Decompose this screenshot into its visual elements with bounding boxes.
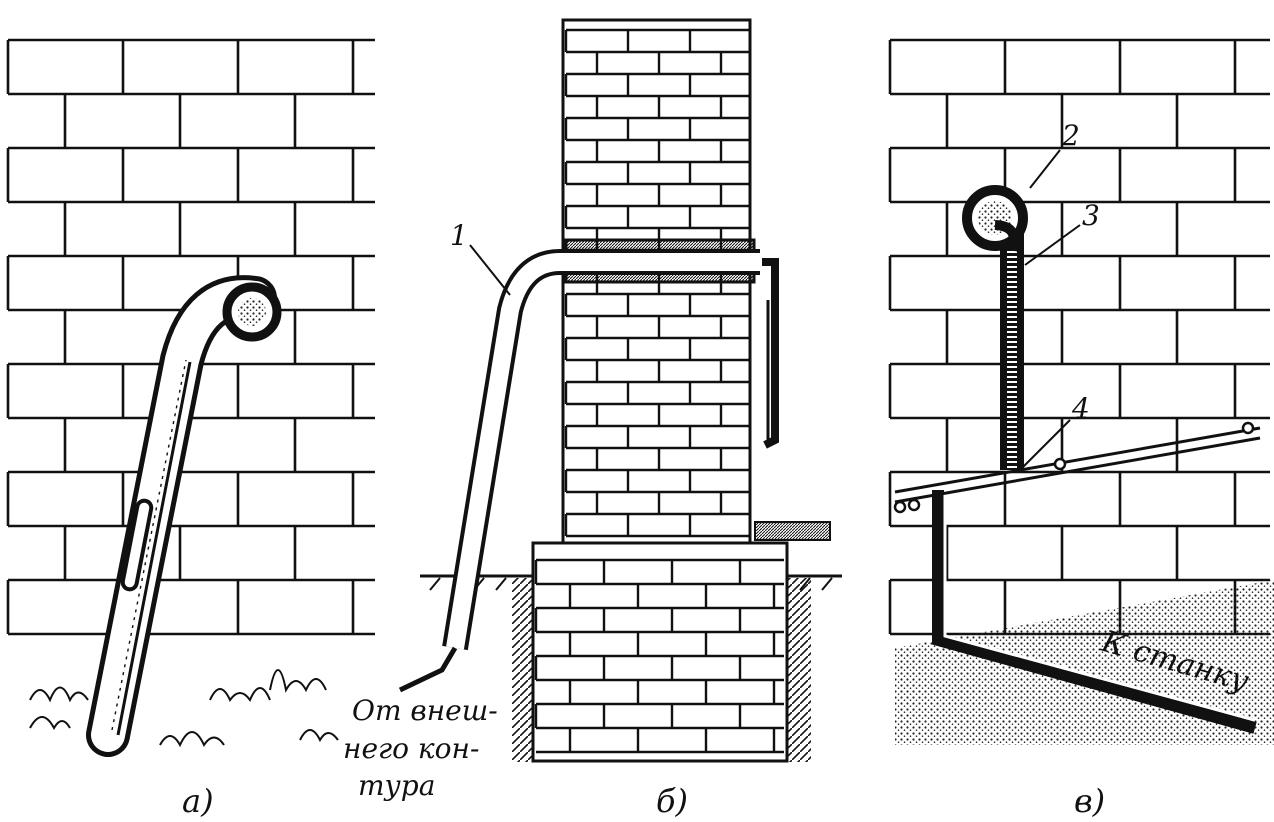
callout-1: 1 <box>450 219 468 252</box>
ground-rod-a <box>86 275 282 757</box>
callout-2: 2 <box>1061 119 1080 152</box>
caption-b: б) <box>656 782 688 820</box>
foundation-pattern-b <box>534 558 784 754</box>
caption-c: в) <box>1074 782 1105 820</box>
label-from-external-1: От внеш- <box>352 694 498 727</box>
label-from-external-3: тура <box>358 769 435 802</box>
soil-right-b <box>787 578 811 762</box>
callout-4: 4 <box>1071 392 1090 425</box>
brick-pattern-b <box>564 28 750 538</box>
label-from-external-2: него кон- <box>343 732 479 765</box>
callout-3: 3 <box>1082 199 1100 232</box>
grass-a <box>29 669 339 748</box>
caption-a: а) <box>182 782 214 820</box>
panel-a: а) <box>6 38 375 820</box>
foundation-b <box>531 541 789 763</box>
panel-b: 1 От внеш- него кон- тура б) <box>343 18 842 820</box>
brick-wall-c <box>888 38 1270 636</box>
brick-wall-a <box>6 38 375 636</box>
soil-left-b <box>512 578 534 762</box>
bus-to-machine <box>932 490 1257 734</box>
leader-1 <box>469 244 511 296</box>
panel-c: 2 3 4 К станку в) <box>888 38 1274 820</box>
